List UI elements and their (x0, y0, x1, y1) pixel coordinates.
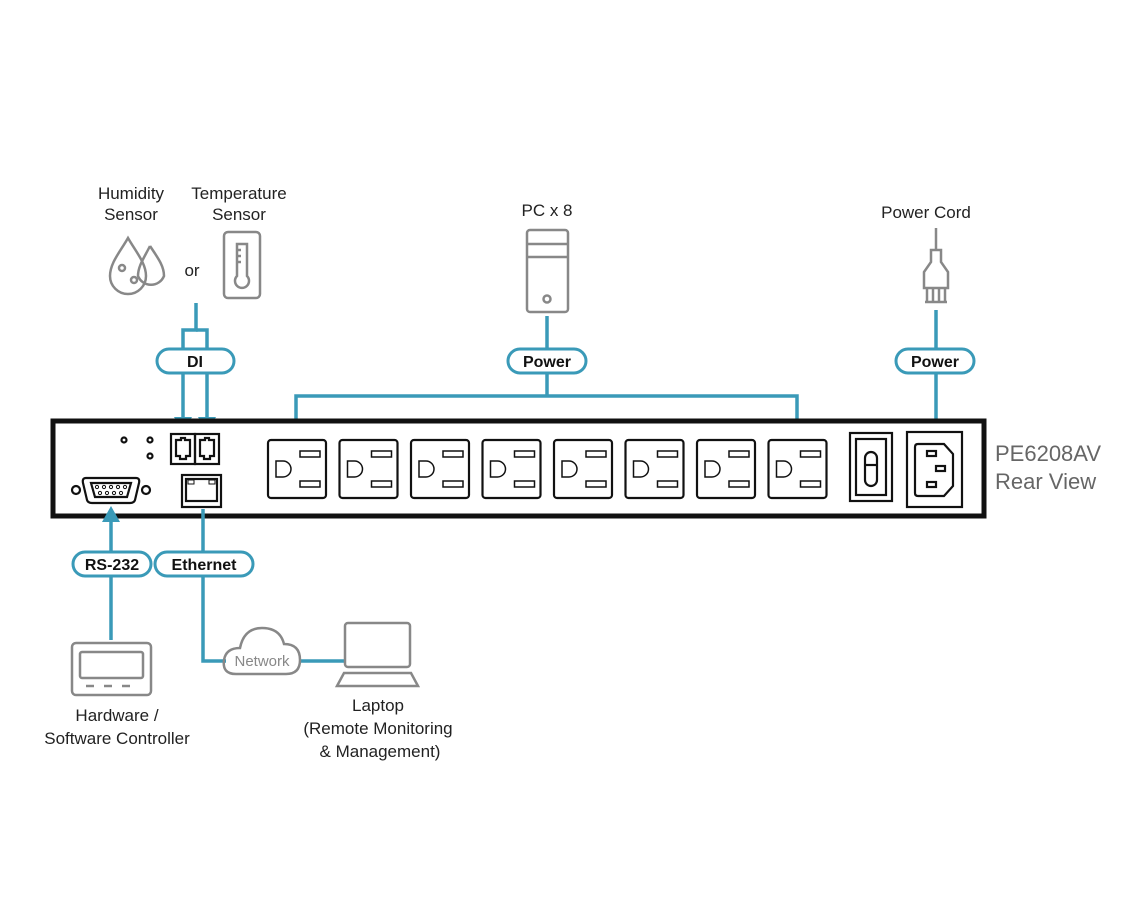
ground-slot (632, 460, 650, 478)
neutral-slot (799, 480, 822, 488)
laptop-label-line3: & Management) (320, 742, 441, 761)
humidity-label-line1: Humidity (98, 184, 165, 203)
hot-slot (442, 450, 464, 458)
controller-label-line1: Hardware / (75, 706, 158, 725)
outlet-3[interactable] (409, 438, 471, 500)
hot-slot (299, 450, 321, 458)
pc-group: PC x 8 Power (294, 201, 799, 435)
view-label: Rear View (995, 469, 1096, 494)
cord-power-pill (894, 347, 976, 375)
ground-slot (704, 460, 721, 478)
hot-slot (799, 450, 822, 458)
ground-slot (346, 460, 364, 478)
controller-icon (70, 641, 153, 697)
outlet-7[interactable] (695, 438, 757, 500)
led-2 (146, 436, 154, 444)
hot-slot (513, 450, 536, 458)
laptop-label-line1: Laptop (352, 696, 404, 715)
ground-slot (489, 460, 507, 478)
outlet-1[interactable] (266, 438, 328, 500)
di-label: DI (187, 354, 203, 371)
ground-slot (418, 460, 435, 478)
ground-slot (275, 460, 292, 478)
humidity-sensor: Humidity Sensor (98, 184, 166, 296)
rs232-label: RS-232 (85, 557, 139, 574)
outlet-6[interactable] (624, 438, 685, 500)
thermometer-icon (222, 230, 262, 300)
or-text: or (184, 261, 199, 280)
di-connection: DI (155, 303, 236, 433)
ethernet-port[interactable] (180, 473, 223, 509)
ethernet-connection: Ethernet Network Laptop (Remote Monitori… (153, 509, 453, 761)
laptop-label-line2: (Remote Monitoring (303, 719, 452, 738)
di-port-2[interactable] (193, 432, 221, 466)
power-switch[interactable] (848, 431, 894, 503)
led-3 (146, 452, 154, 460)
outlet-8[interactable] (767, 438, 828, 500)
model-name: PE6208AV (995, 441, 1101, 466)
hot-slot (728, 450, 750, 458)
laptop-icon (334, 621, 421, 688)
rs232-port[interactable] (70, 476, 152, 505)
temperature-label-line1: Temperature (191, 184, 286, 203)
di-pill (155, 347, 236, 375)
hot-slot (370, 450, 393, 458)
power-cord-group: Power Cord Power (881, 203, 976, 432)
ground-slot (775, 460, 793, 478)
outlet-4[interactable] (481, 438, 542, 500)
pc-label: PC x 8 (521, 201, 572, 220)
power-plug-icon (922, 228, 950, 304)
network-label: Network (234, 653, 290, 670)
power-cord-label: Power Cord (881, 203, 971, 222)
network-cloud-icon (222, 626, 302, 676)
water-drops-icon (108, 235, 166, 296)
hot-slot (585, 450, 607, 458)
neutral-slot (370, 480, 393, 488)
pdu-rear-panel (50, 418, 987, 519)
power-inlet[interactable] (905, 430, 964, 509)
temperature-label-line2: Sensor (212, 205, 266, 224)
outlet-5[interactable] (552, 438, 614, 500)
ethernet-pill (153, 550, 255, 578)
cord-power-label: Power (911, 354, 959, 371)
rs232-arrow (102, 506, 120, 522)
rs232-pill (71, 550, 153, 578)
outlet-2[interactable] (338, 438, 399, 500)
neutral-slot (585, 480, 607, 488)
led-1 (120, 436, 128, 444)
neutral-slot (728, 480, 750, 488)
neutral-slot (442, 480, 464, 488)
ground-slot (561, 460, 578, 478)
ethernet-label: Ethernet (172, 557, 238, 574)
controller-label-line2: Software Controller (44, 729, 190, 748)
humidity-label-line2: Sensor (104, 205, 158, 224)
rs232-connection: RS-232 Hardware / Software Controller (44, 506, 190, 748)
neutral-slot (656, 480, 679, 488)
pc-tower-icon (525, 228, 570, 314)
temperature-sensor: Temperature Sensor (191, 184, 287, 300)
neutral-slot (513, 480, 536, 488)
pc-power-label: Power (523, 354, 571, 371)
hot-slot (656, 450, 679, 458)
neutral-slot (299, 480, 321, 488)
pc-power-pill (506, 347, 588, 375)
outlet-group (266, 438, 828, 500)
